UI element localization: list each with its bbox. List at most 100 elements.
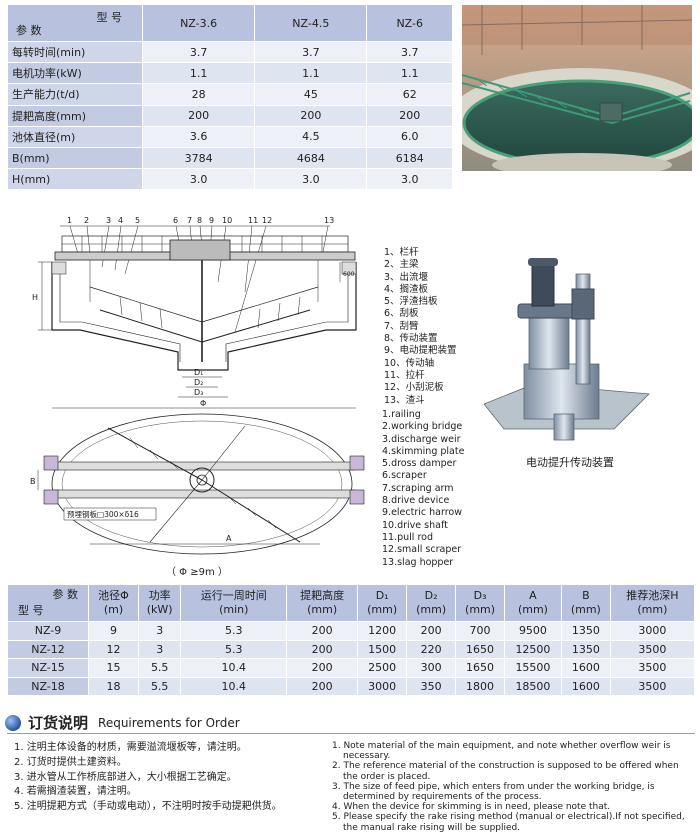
legend-item: 8.drive device bbox=[382, 495, 450, 507]
table-cell: 10.4 bbox=[180, 658, 288, 678]
requirement-item: 2. The reference material of the constru… bbox=[332, 761, 679, 782]
spec-table-corner: 型 号 参 数 bbox=[7, 4, 143, 42]
embedded-plate-label: 预埋钢板□300×δ16 bbox=[67, 509, 139, 519]
spec-row-label: 池体直径(m) bbox=[7, 125, 143, 148]
legend-item: 1.railing bbox=[382, 409, 421, 420]
legend-item: 10.drive shaft bbox=[382, 519, 448, 531]
table-cell: 1650 bbox=[455, 658, 506, 678]
table-cell: 700 bbox=[455, 621, 506, 641]
legend-item: 7、刮臂 bbox=[384, 320, 419, 332]
spec-row-label: 电机功率(kW) bbox=[7, 62, 143, 85]
table-cell: 1650 bbox=[455, 639, 506, 660]
spec-cell: 3.6 bbox=[141, 125, 256, 148]
spec-cell: 62 bbox=[366, 83, 453, 106]
spec-cell: 3.7 bbox=[254, 40, 368, 64]
legend-item: 6.scraper bbox=[382, 470, 427, 482]
requirements-list-cn: 1. 注明主体设备的材质，需要溢流堰板等，请注明。2. 订货时提供土建资料。3.… bbox=[14, 741, 282, 815]
spec-cell: 200 bbox=[141, 104, 256, 127]
requirement-item: 5. 注明提耙方式（手动或电动），不注明时按手动提耙供货。 bbox=[14, 801, 282, 813]
model-header: NZ-4.5 bbox=[254, 4, 368, 42]
table-cell: 3 bbox=[137, 621, 182, 641]
legend-item: 3、出流堰 bbox=[384, 271, 429, 283]
drawing-number: 10 bbox=[222, 216, 232, 225]
table-cell: 5.5 bbox=[137, 658, 182, 678]
table-cell: 1350 bbox=[560, 639, 611, 660]
legend-item: 1、栏杆 bbox=[384, 247, 419, 258]
spec-row-label: 提耙高度(mm) bbox=[7, 104, 143, 127]
table-cell: 300 bbox=[406, 658, 457, 678]
drawing-number: 11 bbox=[248, 216, 258, 225]
legend-item: 9、电动提耙装置 bbox=[384, 345, 457, 357]
table-cell: 1600 bbox=[560, 658, 611, 678]
requirement-item: 4. 若需搁渣装置，请注明。 bbox=[14, 786, 137, 798]
table-cell: 2500 bbox=[357, 658, 408, 678]
thickener-drawing: 1 2 3 4 5 6 7 8 9 10 11 12 13 H 600 D₁ D… bbox=[30, 216, 365, 555]
spec-cell: 3.0 bbox=[366, 168, 453, 191]
table-cell: 200 bbox=[286, 676, 359, 697]
legend-item: 2、主梁 bbox=[384, 259, 419, 271]
drawing-number: 2 bbox=[84, 216, 89, 225]
model-cell: NZ-15 bbox=[7, 658, 89, 678]
drive-device-caption: 电动提升传动装置 bbox=[526, 456, 614, 469]
legend-item: 13、渣斗 bbox=[384, 394, 425, 406]
spec-cell: 3784 bbox=[141, 146, 256, 170]
table-cell: 10.4 bbox=[180, 676, 288, 697]
table-cell: 3500 bbox=[609, 676, 696, 697]
spec-cell: 200 bbox=[366, 104, 453, 127]
table-cell: 3500 bbox=[609, 639, 696, 660]
table-cell: 1350 bbox=[560, 621, 611, 641]
table-cell: 200 bbox=[286, 658, 359, 678]
label-D1: D₁ bbox=[194, 368, 203, 377]
table-cell: 12500 bbox=[504, 639, 562, 660]
model-table-corner: 参 数 型 号 bbox=[7, 584, 89, 622]
table-cell: 200 bbox=[286, 639, 359, 660]
requirement-item: 2. 订货时提供土建资料。 bbox=[14, 756, 127, 768]
table-cell: 1800 bbox=[455, 676, 506, 697]
legend-item: 12.small scraper bbox=[382, 544, 462, 556]
requirements-title-cn: 订货说明 bbox=[28, 714, 89, 732]
table-cell: 5.5 bbox=[137, 676, 182, 697]
drawing-number: 9 bbox=[209, 216, 214, 225]
spec-cell: 3.0 bbox=[141, 168, 256, 191]
legend-item: 4.skimming plate bbox=[382, 445, 465, 457]
model-table-header: 运行一周时间 (min) bbox=[180, 584, 288, 622]
drawing-number: 7 bbox=[187, 216, 192, 225]
table-cell: 200 bbox=[406, 621, 457, 641]
requirement-item: 3. 进水管从工作桥底部进入，大小根据工艺确定。 bbox=[14, 771, 237, 783]
legend-item: 3.discharge weir bbox=[382, 433, 461, 445]
legend-item: 13.slag hopper bbox=[382, 556, 454, 568]
model-table-header: D₁ (mm) bbox=[357, 584, 408, 622]
label-phi: Φ bbox=[200, 399, 206, 408]
table-cell: 9500 bbox=[504, 621, 562, 641]
table-cell: 5.3 bbox=[180, 639, 288, 660]
label-D2: D₂ bbox=[194, 378, 203, 387]
label-D3: D₃ bbox=[194, 388, 203, 397]
legend-item: 4、搁渣板 bbox=[384, 283, 429, 295]
legend-item: 12、小刮泥板 bbox=[384, 382, 444, 394]
spec-cell: 6184 bbox=[366, 146, 453, 170]
header-param-label: 参 数 bbox=[16, 24, 42, 37]
table-cell: 12 bbox=[88, 639, 139, 660]
header-model-label: 型 号 bbox=[96, 11, 123, 24]
spec-cell: 1.1 bbox=[366, 62, 453, 85]
spec-cell: 28 bbox=[141, 83, 256, 106]
requirement-item: 4. When the device for skimming is in ne… bbox=[332, 802, 611, 813]
spec-row-label: 每转时间(min) bbox=[7, 40, 143, 64]
model-header: NZ-6 bbox=[366, 4, 453, 42]
model-table-header: A (mm) bbox=[504, 584, 562, 622]
divider bbox=[7, 733, 695, 734]
model-table-header: 提耙高度 (mm) bbox=[286, 584, 359, 622]
spec-cell: 6.0 bbox=[366, 125, 453, 148]
model-table-header: D₃ (mm) bbox=[455, 584, 506, 622]
requirements-heading: 订货说明 Requirements for Order bbox=[4, 712, 240, 733]
drive-device-image bbox=[484, 258, 650, 441]
table-cell: 1600 bbox=[560, 676, 611, 697]
table-cell: 18500 bbox=[504, 676, 562, 697]
